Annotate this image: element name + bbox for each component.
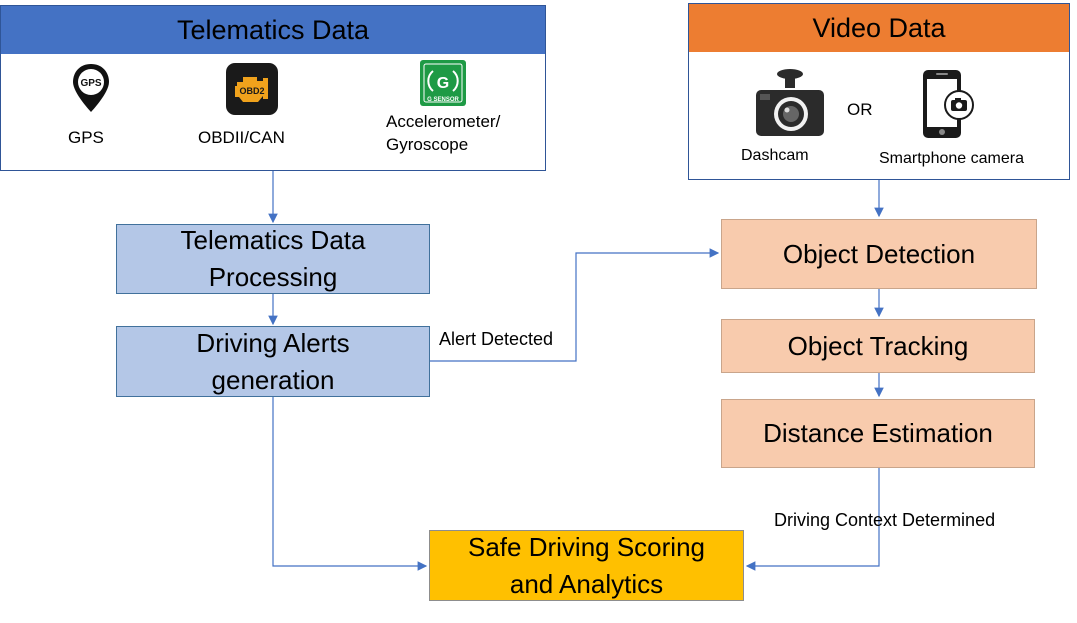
telematics-data-title: Telematics Data — [176, 14, 370, 45]
smartphone-camera-icon — [919, 68, 977, 140]
g-sensor-icon: G G SENSOR — [419, 59, 467, 107]
telematics-data-header: Telematics Data — [1, 6, 545, 54]
arrow-distance-to-safe-driving — [745, 467, 880, 571]
dashcam-icon — [754, 68, 826, 138]
video-data-title: Video Data — [812, 12, 946, 43]
object-tracking-label: Object Tracking — [787, 330, 969, 361]
object-detection-box: Object Detection — [721, 219, 1037, 289]
video-data-header: Video Data — [689, 4, 1069, 52]
svg-text:GPS: GPS — [80, 78, 101, 89]
telematics-data-panel: Telematics Data GPS GPS OBD2 OBDII/CAN G… — [0, 5, 546, 171]
svg-text:G SENSOR: G SENSOR — [427, 97, 459, 103]
telematics-processing-box: Telematics Data Processing — [116, 224, 430, 294]
distance-estimation-label: Distance Estimation — [763, 418, 993, 448]
arrow-alerts-to-safe-driving — [272, 396, 428, 571]
gps-label: GPS — [68, 128, 104, 147]
dashcam-label: Dashcam — [741, 147, 809, 164]
alert-detected-label: Alert Detected — [439, 329, 554, 349]
safe-driving-line2: and Analytics — [509, 568, 664, 599]
obd2-engine-icon: OBD2 — [225, 62, 279, 116]
telematics-processing-line1: Telematics Data — [180, 225, 366, 255]
obdii-can-label: OBDII/CAN — [198, 128, 285, 147]
video-data-panel: Video Data Dashcam OR Smartphone camer — [688, 3, 1070, 180]
object-tracking-box: Object Tracking — [721, 319, 1035, 373]
gyroscope-label: Gyroscope — [386, 135, 469, 154]
object-detection-label: Object Detection — [782, 238, 976, 269]
smartphone-camera-label: Smartphone camera — [879, 150, 1024, 167]
or-label: OR — [847, 100, 873, 119]
telematics-processing-line2: Processing — [208, 262, 338, 292]
gps-pin-icon: GPS — [71, 62, 111, 114]
accelerometer-label: Accelerometer/ — [386, 112, 501, 131]
distance-estimation-box: Distance Estimation — [721, 399, 1035, 468]
svg-text:OBD2: OBD2 — [239, 86, 264, 96]
arrow-alerts-to-object-detection — [430, 248, 720, 362]
driving-alerts-line1: Driving Alerts — [196, 327, 350, 358]
svg-text:G: G — [437, 75, 449, 92]
safe-driving-scoring-box: Safe Driving Scoring and Analytics — [429, 530, 744, 601]
safe-driving-line1: Safe Driving Scoring — [468, 531, 705, 562]
driving-alerts-line2: generation — [211, 364, 335, 395]
driving-alerts-box: Driving Alerts generation — [116, 326, 430, 397]
driving-context-determined-label: Driving Context Determined — [774, 510, 996, 530]
